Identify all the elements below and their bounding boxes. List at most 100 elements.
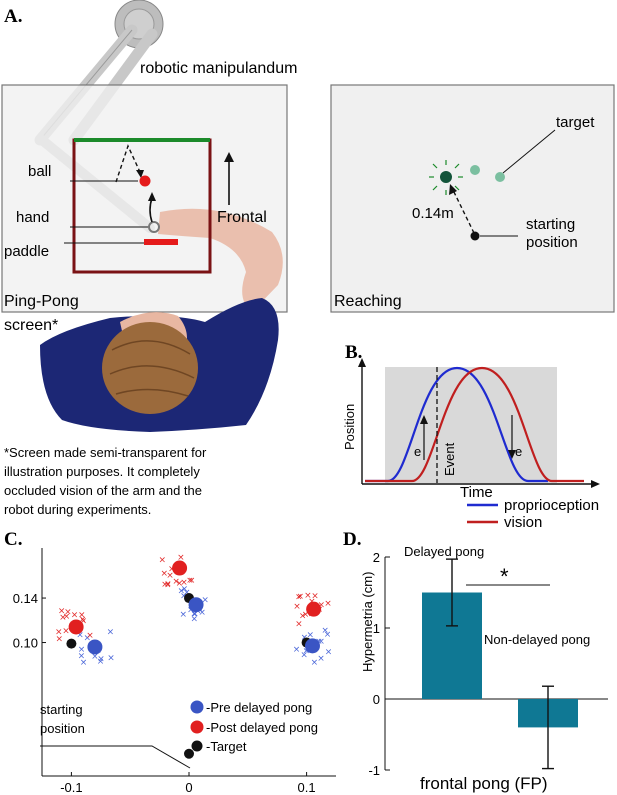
c-trial-marker: ×: [64, 608, 72, 618]
c-x-tick-label: -0.1: [60, 780, 82, 795]
d-y-tick-label: 0: [373, 692, 380, 707]
c-trial-marker: ×: [55, 628, 63, 638]
legend-vision: vision: [504, 514, 542, 531]
target-dot-2: [495, 172, 505, 182]
c-trial-marker: ×: [181, 585, 189, 595]
c-mean-point: [87, 639, 103, 655]
paddle: [144, 239, 178, 245]
c-start-label-2: position: [40, 721, 85, 736]
paddle-label: paddle: [4, 243, 49, 260]
c-trial-marker: ×: [161, 580, 169, 590]
frontal-label: Frontal: [217, 209, 267, 226]
footnote-line-1: *Screen made semi-transparent for: [4, 445, 207, 460]
c-legend-pre: -Pre delayed pong: [206, 700, 312, 715]
c-trial-marker: ×: [79, 615, 87, 625]
c-trial-marker: ×: [300, 651, 308, 661]
c-trial-marker: ×: [191, 610, 199, 620]
c-trial-marker: ×: [97, 654, 105, 664]
c-trial-marker: ×: [59, 613, 67, 623]
c-trial-marker: ×: [168, 564, 176, 574]
c-trial-marker: ×: [58, 607, 66, 617]
c-mean-point: [184, 748, 194, 759]
e-label-left: e: [414, 444, 421, 459]
c-trial-marker: ×: [311, 658, 319, 668]
c-trial-marker: ×: [160, 569, 168, 579]
c-trial-marker: ×: [176, 579, 184, 589]
c-trial-marker: ×: [62, 627, 70, 637]
c-legend-post-dot: [190, 720, 204, 734]
c-trial-marker: ×: [293, 645, 301, 655]
c-trial-marker: ×: [97, 657, 105, 667]
reaching-glow: [429, 160, 463, 195]
ball: [139, 175, 151, 187]
bar1-label: Delayed pong: [404, 544, 484, 559]
c-trial-marker: ×: [198, 608, 206, 618]
c-trial-marker: ×: [179, 610, 187, 620]
event-label: Event: [442, 442, 457, 476]
c-trial-marker: ×: [295, 620, 303, 630]
significance-star: *: [500, 564, 509, 589]
c-legend-target-dot: [191, 740, 203, 752]
c-trial-marker: ×: [78, 652, 86, 662]
ball-label: ball: [28, 163, 51, 180]
c-trial-marker: ×: [180, 578, 188, 588]
c-mean-point: [68, 619, 84, 635]
c-trial-marker: ×: [172, 577, 180, 587]
distance-label: 0.14m: [412, 205, 454, 222]
c-trial-marker: ×: [317, 637, 325, 647]
c-trial-marker: ×: [91, 652, 99, 662]
b-xlabel: Time: [460, 484, 493, 501]
c-trial-marker: ×: [86, 631, 94, 641]
event-window: [385, 367, 557, 483]
b-ylabel: Position: [342, 404, 357, 450]
c-trial-marker: ×: [307, 631, 315, 641]
c-trial-marker: ×: [324, 630, 332, 640]
c-x-tick-label: 0: [185, 780, 192, 795]
d-y-tick-label: -1: [368, 763, 380, 778]
panel-d-label: D.: [343, 529, 361, 550]
c-mean-point: [172, 560, 188, 576]
c-x-tick-label: 0.1: [298, 780, 316, 795]
person-illustration: [40, 298, 279, 432]
c-mean-point: [306, 601, 322, 617]
panel-a-label: A.: [4, 6, 22, 27]
footnote-line-3: occluded vision of the arm and the: [4, 483, 202, 498]
c-trial-marker: ×: [166, 571, 174, 581]
legend-proprioception: proprioception: [504, 497, 599, 514]
c-trial-marker: ×: [201, 596, 209, 606]
c-trial-marker: ×: [84, 634, 92, 644]
c-legend-target: -Target: [206, 739, 247, 754]
c-mean-point: [66, 638, 77, 649]
c-trial-marker: ×: [80, 658, 88, 668]
c-trial-marker: ×: [318, 601, 326, 611]
c-trial-marker: ×: [190, 610, 198, 620]
c-trial-marker: ×: [311, 592, 319, 602]
c-start-label-1: starting: [40, 702, 83, 717]
reach-start-label-1: starting: [526, 216, 575, 233]
start-dot: [470, 231, 480, 241]
d-xlabel: frontal pong (FP): [420, 774, 548, 793]
hand-label: hand: [16, 209, 49, 226]
c-y-tick-label: 0.10: [13, 636, 38, 651]
c-trial-marker: ×: [304, 591, 312, 601]
vision-curve: [365, 366, 584, 483]
d-y-tick-label: 2: [373, 550, 380, 565]
c-trial-marker: ×: [301, 633, 309, 643]
e-label-right: e: [515, 444, 522, 459]
c-trial-marker: ×: [183, 588, 191, 598]
c-trial-marker: ×: [164, 581, 172, 591]
c-legend-post: -Post delayed pong: [206, 720, 318, 735]
pingpong-label: Ping-Pong: [4, 293, 79, 310]
c-trial-marker: ×: [56, 634, 64, 644]
c-trial-marker: ×: [325, 648, 333, 658]
target-label: target: [556, 114, 595, 131]
footnote-line-4: robot during experiments.: [4, 502, 151, 517]
c-trial-marker: ×: [71, 611, 79, 621]
c-trial-marker: ×: [187, 606, 195, 616]
c-trial-marker: ×: [78, 611, 86, 621]
active-target: [440, 171, 452, 183]
d-ylabel: Hypermetria (cm): [360, 572, 375, 672]
c-mean-point: [188, 597, 204, 613]
c-trial-marker: ×: [186, 576, 194, 586]
